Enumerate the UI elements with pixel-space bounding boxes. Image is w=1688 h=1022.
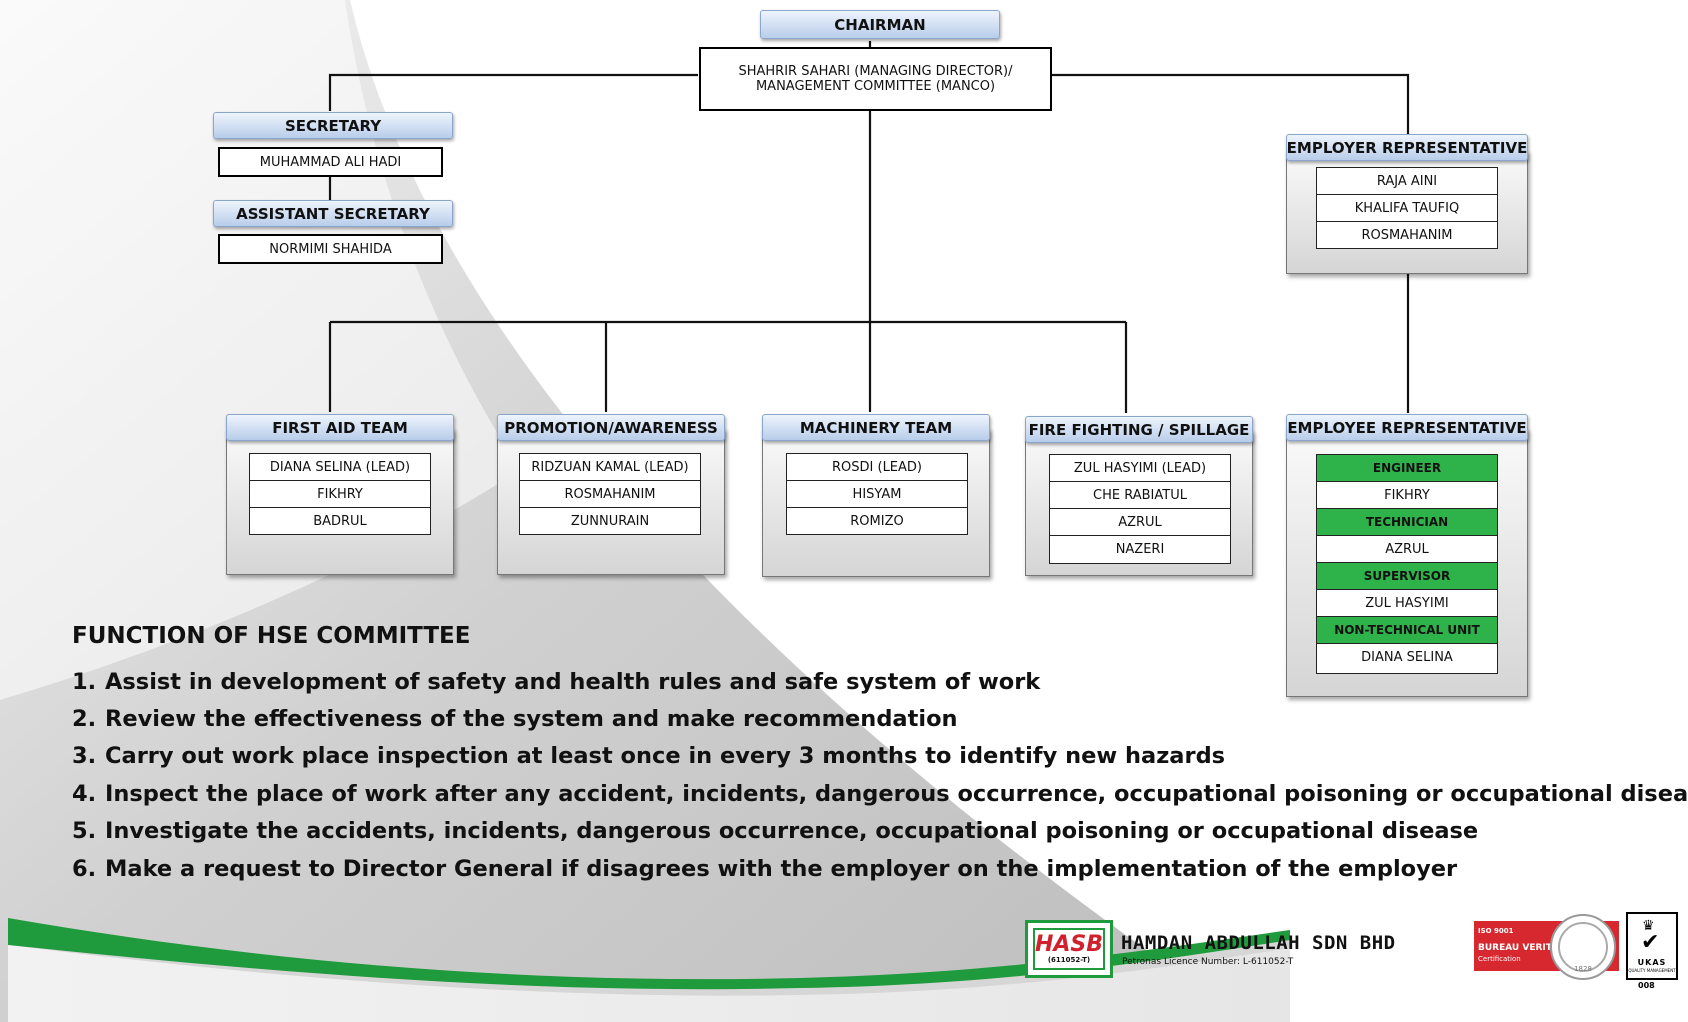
md-line-2: MANAGEMENT COMMITTEE (MANCO) (755, 79, 996, 94)
list-item: KHALIFA TAUFIQ (1317, 195, 1497, 222)
employee-rep-list: ENGINEER FIKHRY TECHNICIAN AZRUL SUPERVI… (1316, 454, 1498, 674)
machinery-team-list: ROSDI (LEAD) HISYAM ROMIZO (786, 453, 968, 535)
list-item: CHE RABIATUL (1050, 482, 1230, 509)
promotion-awareness-list: RIDZUAN KAMAL (LEAD) ROSMAHANIM ZUNNURAI… (519, 453, 701, 535)
first-aid-team-label: FIRST AID TEAM (226, 414, 454, 441)
list-item: FIKHRY (1317, 482, 1497, 509)
list-item: DIANA SELINA (1361, 650, 1453, 665)
function-number: 3. (72, 743, 97, 770)
bureau-veritas-seal-icon: 1828 (1550, 914, 1616, 980)
function-item: 1. Assist in development of safety and he… (72, 663, 1688, 700)
fire-fighting-label: FIRE FIGHTING / SPILLAGE (1025, 416, 1253, 443)
function-item: 6. Make a request to Director General if … (72, 850, 1688, 887)
function-text: Review the effectiveness of the system a… (105, 706, 958, 733)
company-name: HAMDAN ABDULLAH SDN BHD (1121, 932, 1396, 954)
category-row: TECHNICIAN (1317, 509, 1497, 536)
seal-year: 1828 (1574, 965, 1592, 973)
employer-rep-list: RAJA AINI KHALIFA TAUFIQ ROSMAHANIM (1316, 167, 1498, 249)
ukas-number: 008 (1638, 981, 1655, 990)
list-item: NAZERI (1115, 542, 1165, 557)
category-row: ENGINEER (1317, 455, 1497, 482)
list-item: FIKHRY (250, 481, 430, 508)
seal-ring (1558, 922, 1608, 972)
function-text: Carry out work place inspection at least… (105, 743, 1226, 770)
list-item: RAJA AINI (1317, 168, 1497, 195)
company-logo-sub: (611052-T) (1047, 956, 1091, 964)
list-item: DIANA SELINA (LEAD) (250, 454, 430, 481)
function-item: 4. Inspect the place of work after any ac… (72, 775, 1688, 812)
category-row: SUPERVISOR (1317, 563, 1497, 590)
function-number: 4. (72, 780, 97, 807)
ukas-text: UKAS (1637, 958, 1667, 967)
list-item: HISYAM (787, 481, 967, 508)
function-number: 5. (72, 818, 97, 845)
functions-title: FUNCTION OF HSE COMMITTEE (72, 623, 471, 649)
list-item: ROSDI (LEAD) (787, 454, 967, 481)
ukas-sub: QUALITY MANAGEMENT (1628, 968, 1676, 973)
checkmark-icon: ✔ (1641, 930, 1660, 955)
function-number: 1. (72, 668, 97, 695)
list-item: BADRUL (313, 514, 367, 529)
licence-number: Petronas Licence Number: L-611052-T (1122, 957, 1294, 967)
crown-icon: ♛ (1642, 918, 1655, 934)
employer-rep-label: EMPLOYER REPRESENTATIVE (1286, 134, 1528, 161)
list-item: ZUL HASYIMI (1317, 590, 1497, 617)
bv-name: BUREAU VERITAS (1478, 943, 1565, 953)
promotion-awareness-label: PROMOTION/AWARENESS (497, 414, 725, 441)
function-text: Inspect the place of work after any acci… (105, 780, 1688, 807)
first-aid-team-list: DIANA SELINA (LEAD) FIKHRY BADRUL (249, 453, 431, 535)
ukas-logo: ♛ ✔ UKAS QUALITY MANAGEMENT (1626, 912, 1678, 980)
list-item: ZUNNURAIN (570, 514, 650, 529)
list-item: ROSMAHANIM (520, 481, 700, 508)
company-logo-frame: HASB (611052-T) (1033, 928, 1105, 970)
bv-iso: ISO 9001 (1478, 927, 1514, 935)
chairman-label: CHAIRMAN (760, 10, 1000, 39)
functions-list: 1. Assist in development of safety and he… (72, 663, 1688, 887)
category-row: NON-TECHNICAL UNIT (1317, 617, 1497, 644)
function-text: Make a request to Director General if di… (105, 855, 1458, 882)
list-item: ROSMAHANIM (1361, 228, 1453, 243)
function-text: Assist in development of safety and heal… (105, 668, 1041, 695)
assistant-secretary-label: ASSISTANT SECRETARY (213, 200, 453, 227)
company-logo: HASB (611052-T) (1025, 920, 1113, 978)
list-item: RIDZUAN KAMAL (LEAD) (520, 454, 700, 481)
list-item: ROMIZO (850, 514, 904, 529)
list-item: AZRUL (1317, 536, 1497, 563)
md-line-1: SHAHRIR SAHARI (MANAGING DIRECTOR)/ (738, 64, 1013, 79)
managing-director-box: SHAHRIR SAHARI (MANAGING DIRECTOR)/ MANA… (699, 47, 1052, 111)
function-number: 2. (72, 706, 97, 733)
assistant-secretary-name-box: NORMIMI SHAHIDA (218, 234, 443, 264)
function-item: 3. Carry out work place inspection at lea… (72, 738, 1688, 775)
company-logo-text: HASB (1034, 932, 1104, 957)
machinery-team-label: MACHINERY TEAM (762, 414, 990, 441)
list-item: ZUL HASYIMI (LEAD) (1050, 455, 1230, 482)
fire-fighting-list: ZUL HASYIMI (LEAD) CHE RABIATUL AZRUL NA… (1049, 454, 1231, 564)
list-item: AZRUL (1050, 509, 1230, 536)
secretary-label: SECRETARY (213, 112, 453, 139)
function-item: 2. Review the effectiveness of the system… (72, 700, 1688, 737)
function-text: Investigate the accidents, incidents, da… (105, 818, 1479, 845)
secretary-name-box: MUHAMMAD ALI HADI (218, 147, 443, 177)
function-number: 6. (72, 855, 97, 882)
employee-rep-label: EMPLOYEE REPRESENTATIVE (1286, 414, 1528, 441)
function-item: 5. Investigate the accidents, incidents, … (72, 813, 1688, 850)
bv-cert: Certification (1478, 955, 1521, 963)
